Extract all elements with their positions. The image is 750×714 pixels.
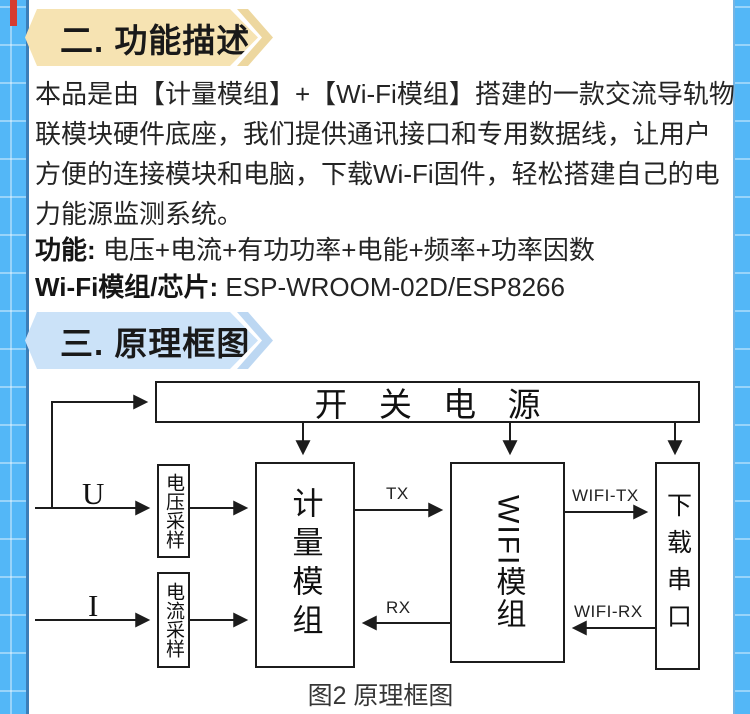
feature-value: 电压+电流+有功功率+电能+频率+功率因数 — [102, 235, 595, 265]
chip-line: Wi-Fi模组/芯片: ESP-WROOM-02D/ESP8266 — [35, 267, 735, 304]
download-serial-block: 下载串口 — [655, 462, 700, 670]
current-sampling-block: 电流采样 — [157, 572, 190, 668]
section-diagram-title: 三. 原理框图 — [60, 324, 251, 362]
feature-label: 功能: — [35, 235, 96, 265]
section-diagram-banner: 三. 原理框图 — [25, 312, 258, 369]
input-i-label: I — [88, 588, 99, 623]
wifi-module-block: WIFI模组 — [450, 462, 565, 663]
metering-module-label: 计量模组 — [287, 487, 323, 643]
wifi-rx-label: WIFI-RX — [574, 602, 643, 621]
chip-value: ESP-WROOM-02D/ESP8266 — [225, 272, 565, 302]
wifi-module-label: WIFI模组 — [491, 494, 525, 631]
metering-module-block: 计量模组 — [255, 462, 355, 668]
voltage-sampling-label: 电压采样 — [163, 473, 184, 549]
section-function-banner: 二. 功能描述 — [25, 9, 258, 66]
feature-line: 功能: 电压+电流+有功功率+电能+频率+功率因数 — [35, 230, 735, 267]
wifi-tx-label: WIFI-TX — [572, 486, 639, 505]
section-function-title: 二. 功能描述 — [60, 21, 251, 59]
rx-label: RX — [386, 598, 411, 617]
current-sampling-label: 电流采样 — [163, 582, 184, 658]
download-serial-label: 下载串口 — [663, 492, 692, 640]
power-supply-block: 开 关 电 源 — [155, 381, 700, 424]
chip-label: Wi-Fi模组/芯片: — [35, 272, 219, 302]
input-u-label: U — [82, 476, 105, 511]
power-supply-label: 开 关 电 源 — [314, 388, 553, 424]
function-paragraph: 本品是由【计量模组】+【Wi-Fi模组】搭建的一款交流导轨物联模块硬件底座，我们… — [35, 79, 735, 229]
voltage-sampling-block: 电压采样 — [157, 464, 190, 558]
red-accent-bar — [10, 0, 17, 26]
tx-label: TX — [386, 484, 409, 503]
figure-caption: 图2 原理框图 — [307, 682, 454, 710]
diagram-arrows — [35, 394, 683, 636]
